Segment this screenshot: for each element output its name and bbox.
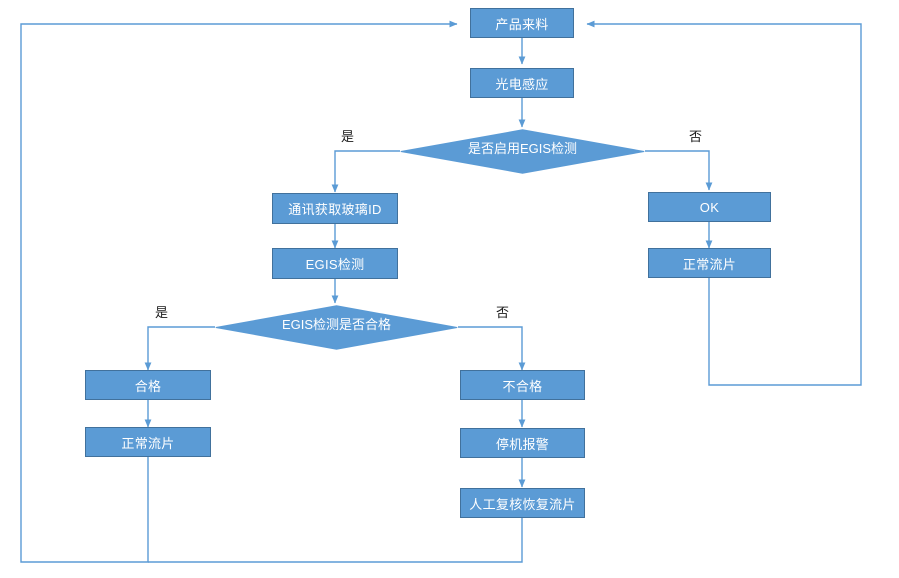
edge-label-pass-yes: 是 [155,305,169,320]
node-ok[interactable]: OK [648,192,771,222]
edge-enable-yes [331,150,400,193]
node-get-glass-id[interactable]: 通讯获取玻璃ID [272,193,398,224]
edge-pass-no [458,326,526,371]
node-egis-detection[interactable]: EGIS检测 [272,248,398,279]
node-normal-flow-left[interactable]: 正常流片 [85,427,211,457]
edge-enable-no [645,150,713,191]
node-product-incoming[interactable]: 产品来料 [470,8,574,38]
decision-egis-qualified[interactable]: EGIS检测是否合格 [215,305,458,350]
node-stop-alarm[interactable]: 停机报警 [460,428,585,458]
edge-left-return-loop [20,20,458,563]
diamond-shape-enable [400,129,645,174]
node-photoelectric-sensing[interactable]: 光电感应 [470,68,574,98]
node-normal-flow-right[interactable]: 正常流片 [648,248,771,278]
edge-label-enable-yes: 是 [341,129,355,144]
node-manual-review-resume[interactable]: 人工复核恢复流片 [460,488,585,518]
edge-pass-yes [144,326,215,371]
diamond-shape-qualified [215,305,458,350]
edge-label-pass-no: 否 [496,305,510,320]
edge-manual-to-bottom-bus [148,517,523,563]
decision-enable-egis[interactable]: 是否启用EGIS检测 [400,129,645,174]
edge-label-enable-no: 否 [689,129,703,144]
node-unqualified[interactable]: 不合格 [460,370,585,400]
node-qualified[interactable]: 合格 [85,370,211,400]
